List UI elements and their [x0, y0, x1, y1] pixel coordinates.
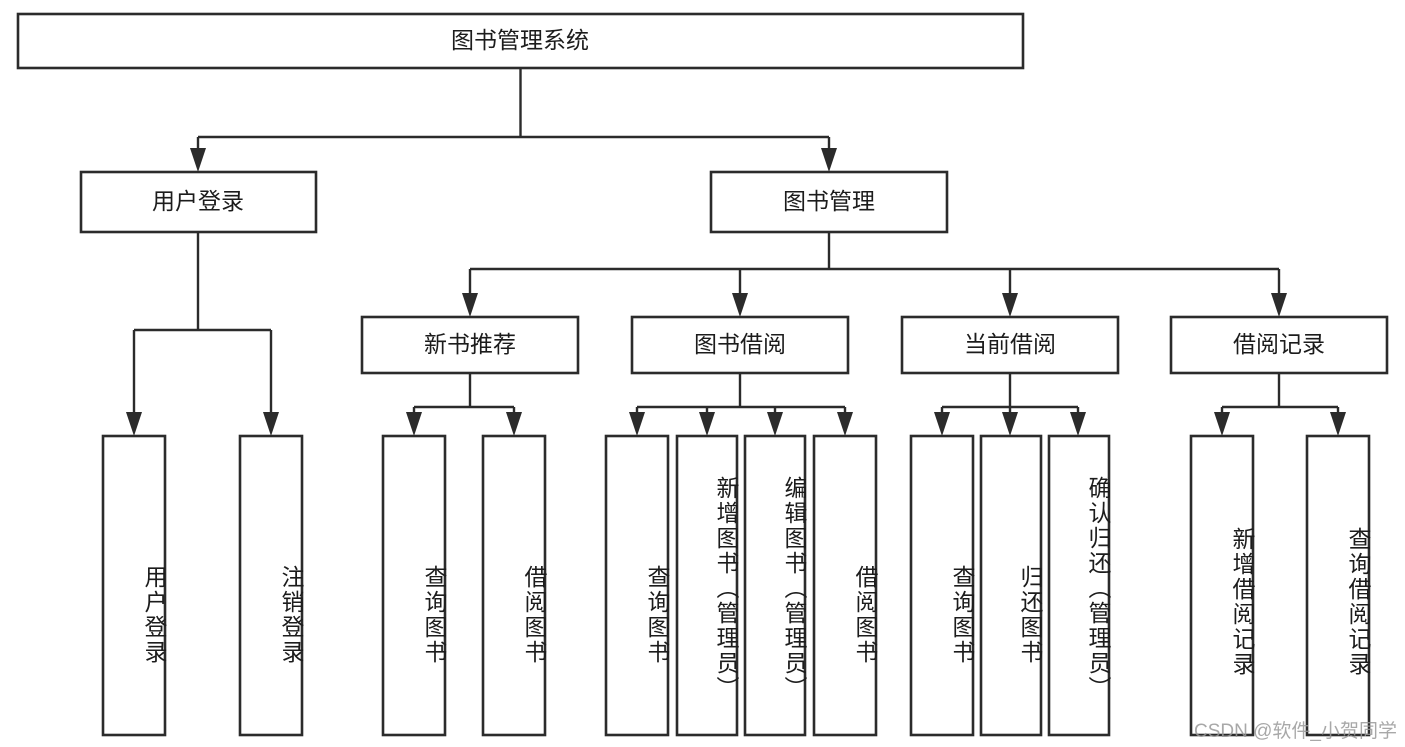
arrow-head-icon [629, 412, 645, 436]
node-box[interactable] [79, 170, 318, 234]
connector-group-new-book [406, 373, 522, 436]
arrow-head-icon [1070, 412, 1086, 436]
watermark: CSDN @软件_小贺同学 [1194, 721, 1397, 742]
node-box[interactable] [16, 12, 1025, 70]
connector-group-borrow-record [1214, 373, 1346, 436]
node-box[interactable] [1169, 315, 1389, 375]
arrow-head-icon [462, 293, 478, 317]
arrow-head-icon [767, 412, 783, 436]
node-current-borrow[interactable]: 当前借阅 [900, 315, 1120, 375]
arrow-head-icon [821, 148, 837, 172]
node-label-new-book-recommend: 新书推荐 [424, 331, 516, 357]
arrow-head-icon [263, 412, 279, 436]
node-box[interactable] [709, 170, 949, 234]
node-box-leaf-2[interactable] [238, 434, 304, 737]
node-box-leaf-8[interactable] [812, 434, 878, 737]
arrow-head-icon [934, 412, 950, 436]
node-root[interactable]: 图书管理系统 [16, 12, 1025, 70]
arrow-head-icon [126, 412, 142, 436]
node-box-leaf-7[interactable] [743, 434, 807, 737]
arrow-head-icon [406, 412, 422, 436]
node-box[interactable] [360, 315, 580, 375]
arrow-head-icon [699, 412, 715, 436]
connector-group-root [190, 68, 837, 172]
arrow-head-icon [190, 148, 206, 172]
node-box-leaf-12[interactable] [1189, 434, 1255, 737]
node-label-current-borrow: 当前借阅 [964, 331, 1056, 357]
node-label-book-borrow: 图书借阅 [694, 331, 786, 357]
node-box-leaf-13[interactable] [1305, 434, 1371, 737]
node-box[interactable] [900, 315, 1120, 375]
node-borrow-record[interactable]: 借阅记录 [1169, 315, 1389, 375]
node-box-leaf-10[interactable] [979, 434, 1043, 737]
node-label-user-login: 用户登录 [152, 188, 244, 214]
connector-group-book-manage [462, 232, 1287, 317]
node-box-leaf-9[interactable] [909, 434, 975, 737]
node-box-leaf-4[interactable] [481, 434, 547, 737]
arrow-head-icon [1214, 412, 1230, 436]
arrow-head-icon [1330, 412, 1346, 436]
arrow-head-icon [837, 412, 853, 436]
arrow-head-icon [506, 412, 522, 436]
node-label-borrow-record: 借阅记录 [1233, 331, 1325, 357]
connector-group-book-borrow [629, 373, 853, 436]
connector-group-user-login [126, 232, 279, 436]
node-box-leaf-3[interactable] [381, 434, 447, 737]
node-box-leaf-11[interactable] [1047, 434, 1111, 737]
arrow-head-icon [1002, 412, 1018, 436]
arrow-head-icon [1002, 293, 1018, 317]
node-box-leaf-1[interactable] [101, 434, 167, 737]
node-book-borrow[interactable]: 图书借阅 [630, 315, 850, 375]
arrow-head-icon [732, 293, 748, 317]
connector-group-current-borrow [934, 373, 1086, 436]
node-label-book-management: 图书管理 [783, 188, 875, 214]
node-box-leaf-5[interactable] [604, 434, 670, 737]
leaf-boxes [101, 434, 1371, 737]
node-user-login[interactable]: 用户登录 [79, 170, 318, 234]
node-box[interactable] [630, 315, 850, 375]
arrow-head-icon [1271, 293, 1287, 317]
node-box-leaf-6[interactable] [675, 434, 739, 737]
node-book-management[interactable]: 图书管理 [709, 170, 949, 234]
node-new-book-recommend[interactable]: 新书推荐 [360, 315, 580, 375]
node-label-root: 图书管理系统 [451, 27, 589, 53]
